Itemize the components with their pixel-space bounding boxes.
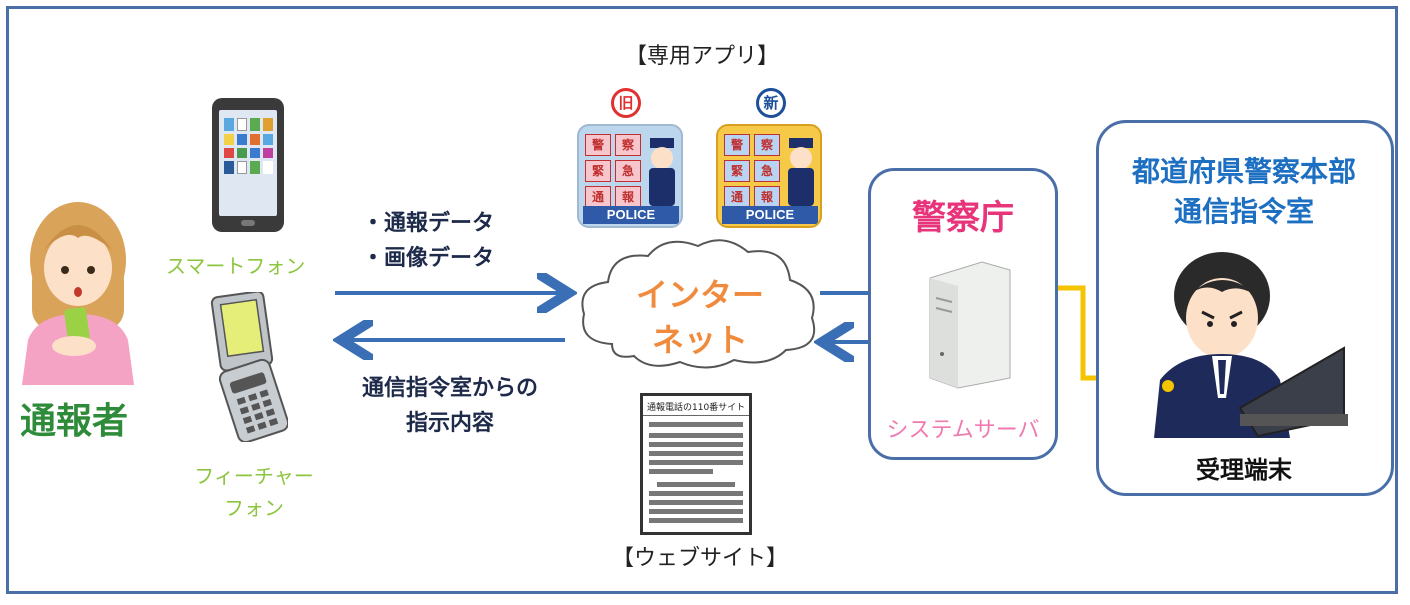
new-app-icon: 警 察 緊 急 通 報 POLICE: [716, 124, 822, 228]
smartphone-icon: [212, 98, 284, 232]
featurephone-label-1: フィーチャー: [194, 464, 314, 488]
old-app-icon: 警 察 緊 急 通 報 POLICE: [577, 124, 683, 228]
hq-title-1: 都道府県警察本部: [1131, 155, 1357, 188]
new-app-police-text: POLICE: [722, 206, 818, 224]
website-header: 通報電話の110番サイト: [643, 396, 749, 416]
website-title: 【ウェブサイト】: [611, 546, 789, 571]
terminal-label: 受理端末: [1196, 456, 1292, 484]
old-app-police-text: POLICE: [583, 206, 679, 224]
app-tile: 警: [585, 134, 611, 156]
featurephone-icon: [208, 292, 288, 442]
smartphone-label: スマートフォン: [166, 254, 306, 278]
officer-icon: [784, 136, 818, 206]
reporter-illustration: [18, 190, 138, 385]
officer-icon: [645, 136, 679, 206]
server-icon: [922, 258, 1014, 390]
app-tile: 察: [615, 134, 641, 156]
server-label: システムサーバ: [886, 418, 1040, 443]
app-title: 【専用アプリ】: [624, 44, 780, 69]
operator-illustration: [1140, 238, 1350, 438]
old-badge: 旧: [611, 88, 641, 118]
app-tile: 報: [615, 186, 641, 208]
app-tile: 察: [754, 134, 780, 156]
internet-cloud-icon: [572, 232, 824, 372]
internet-label-1: インター: [635, 276, 765, 314]
reporter-label: 通報者: [20, 401, 129, 442]
app-tile: 通: [724, 186, 750, 208]
instructions-line1: 通信指令室からの: [361, 376, 539, 401]
new-badge: 新: [756, 88, 786, 118]
app-tile: 警: [724, 134, 750, 156]
npa-title: 警察庁: [912, 198, 1014, 238]
app-tile: 緊: [585, 160, 611, 182]
data-label-report: ・通報データ: [362, 211, 495, 236]
hq-title-2: 通信指令室: [1173, 195, 1315, 228]
data-label-image: ・画像データ: [362, 246, 495, 271]
app-tile: 緊: [724, 160, 750, 182]
instructions-line2: 指示内容: [405, 411, 495, 436]
app-tile: 急: [754, 160, 780, 182]
app-tile: 急: [615, 160, 641, 182]
app-tile: 通: [585, 186, 611, 208]
featurephone-label-2: フォン: [224, 496, 284, 520]
app-tile: 報: [754, 186, 780, 208]
website-screenshot: 通報電話の110番サイト: [640, 393, 752, 535]
internet-label-2: ネット: [651, 321, 749, 359]
